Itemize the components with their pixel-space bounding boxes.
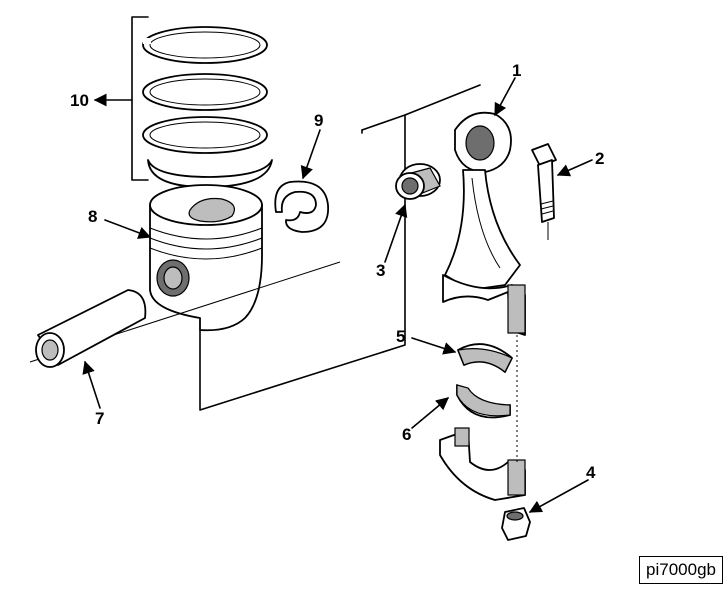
callout-3: 3 [376,261,385,280]
ring-gap [143,38,151,44]
leader-3 [384,203,408,263]
piston-rings [131,16,273,188]
leader-7 [82,360,101,409]
ring-groove-3 [149,247,263,260]
rod-cap-boss-left [454,427,470,447]
callout-9: 9 [314,111,323,130]
rod-small-end-bore [465,125,495,161]
rod-nut-top [506,511,524,521]
rod-bolt-thread [540,200,554,215]
leader-6 [411,397,449,429]
piston-pin-bore-inner [163,266,183,290]
leader-2 [556,159,593,177]
retaining-ring [274,180,329,233]
callout-10: 10 [70,91,89,110]
lower-bearing-shell-face [456,384,511,417]
ring-groove-2 [149,237,263,250]
rod-big-end-boss [507,284,526,334]
piston-pin [29,261,341,368]
leader-8 [104,219,152,239]
assembly-frame-line-upper [361,84,481,134]
piston-ring-top-inner [149,31,261,59]
leader-4 [528,479,589,513]
figure-reference-label: pi7000gb [639,556,723,584]
piston [149,184,263,332]
rod-nut [501,507,531,541]
rod-cap-boss [507,459,526,496]
assembly-frame-line [199,114,406,411]
piston-pin-hole [41,339,59,361]
callout-1: 1 [512,61,521,80]
piston-ring-second-inner [149,78,261,106]
callout-4: 4 [586,463,596,482]
callout-6: 6 [402,425,411,444]
ring-bracket [131,16,149,181]
bushing-bore [401,177,419,195]
ring-groove-1 [149,227,263,240]
rod-beam-rib [471,177,501,269]
piston-pin-body [37,289,147,366]
callout-7: 7 [95,409,104,428]
upper-bearing-shell-face [457,348,513,373]
callout-5: 5 [396,327,405,346]
leader-1 [494,77,516,117]
leader-9 [300,129,321,180]
rod-cap [439,427,526,501]
callout-8: 8 [88,207,97,226]
connecting-rod [442,111,526,336]
piston-ring-third-inner [149,121,261,149]
piston-ring-top [142,26,268,64]
upper-bearing-shell [457,343,513,373]
oil-ring-lower [147,159,273,188]
leader-5 [411,337,457,355]
piston-ring-third [142,116,268,154]
piston-ring-second [142,73,268,111]
lower-bearing-shell [456,384,511,419]
small-end-bushing [395,163,441,200]
callout-2: 2 [595,149,604,168]
rod-bolt [531,143,557,240]
retaining-ring-body [274,180,329,233]
piston-bowl [188,197,235,223]
